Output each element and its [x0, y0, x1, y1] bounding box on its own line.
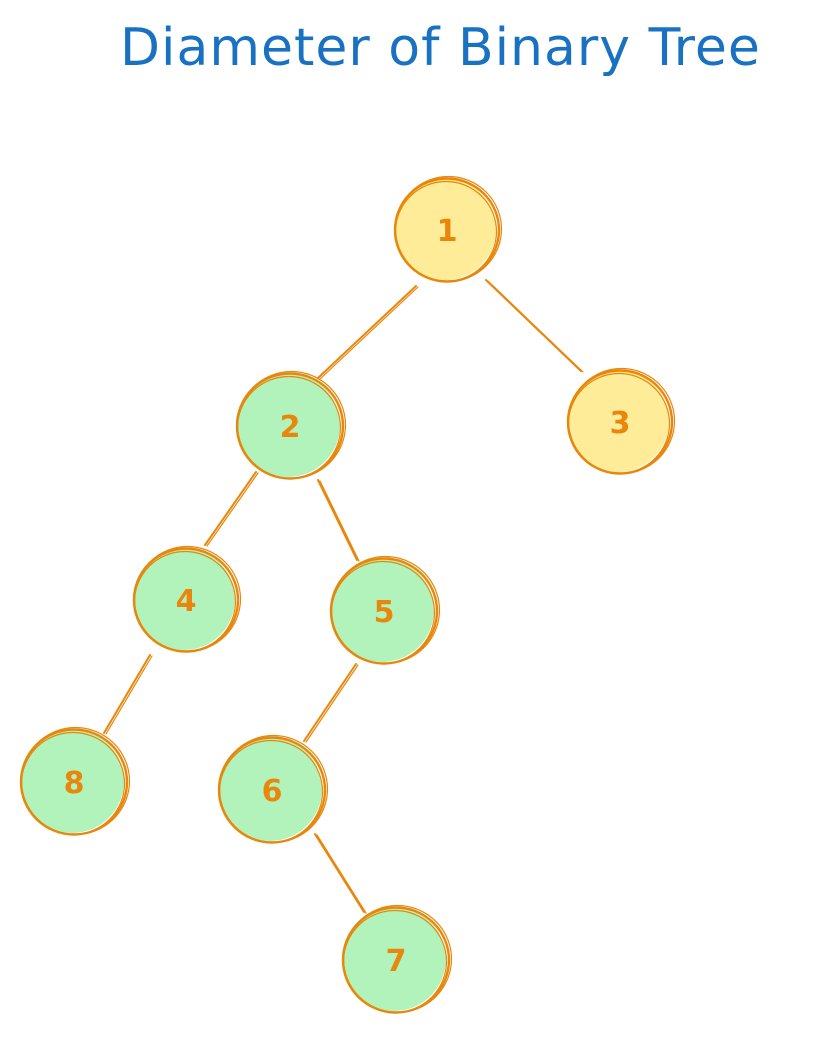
node-label: 8: [64, 766, 85, 801]
node-label: 5: [374, 595, 395, 630]
node-label: 6: [262, 774, 283, 809]
tree-node-2: 2: [235, 370, 347, 480]
node-label: 4: [176, 584, 197, 619]
tree-node-7: 7: [341, 904, 453, 1014]
diagram-title: Diameter of Binary Tree: [120, 18, 761, 78]
edge-1-3: [485, 279, 582, 372]
edge-1-2: [317, 285, 417, 379]
node-label: 3: [610, 406, 631, 441]
node-label: 7: [386, 944, 407, 979]
node-label: 2: [280, 410, 301, 445]
edge-2-5: [317, 479, 358, 561]
edge-1-3: [487, 280, 584, 373]
tree-node-1: 1: [393, 175, 503, 283]
edge-6-7: [316, 834, 367, 914]
edge-2-4: [206, 472, 259, 547]
tree-node-5: 5: [329, 555, 441, 665]
tree-nodes: 1 2 3 4 5 8 6 7: [19, 175, 676, 1014]
edge-2-5: [319, 480, 360, 562]
tree-node-4: 4: [132, 545, 242, 653]
edge-6-7: [314, 833, 365, 913]
edge-5-6: [305, 664, 359, 743]
edge-1-2: [319, 286, 419, 380]
tree-node-8: 8: [19, 726, 131, 836]
edge-4-8: [105, 655, 153, 735]
edge-2-4: [204, 471, 257, 546]
edge-4-8: [103, 654, 151, 734]
edge-5-6: [303, 663, 357, 742]
node-label: 1: [437, 214, 458, 249]
tree-edges: [103, 279, 584, 914]
tree-node-3: 3: [566, 367, 676, 475]
tree-node-6: 6: [217, 734, 329, 844]
